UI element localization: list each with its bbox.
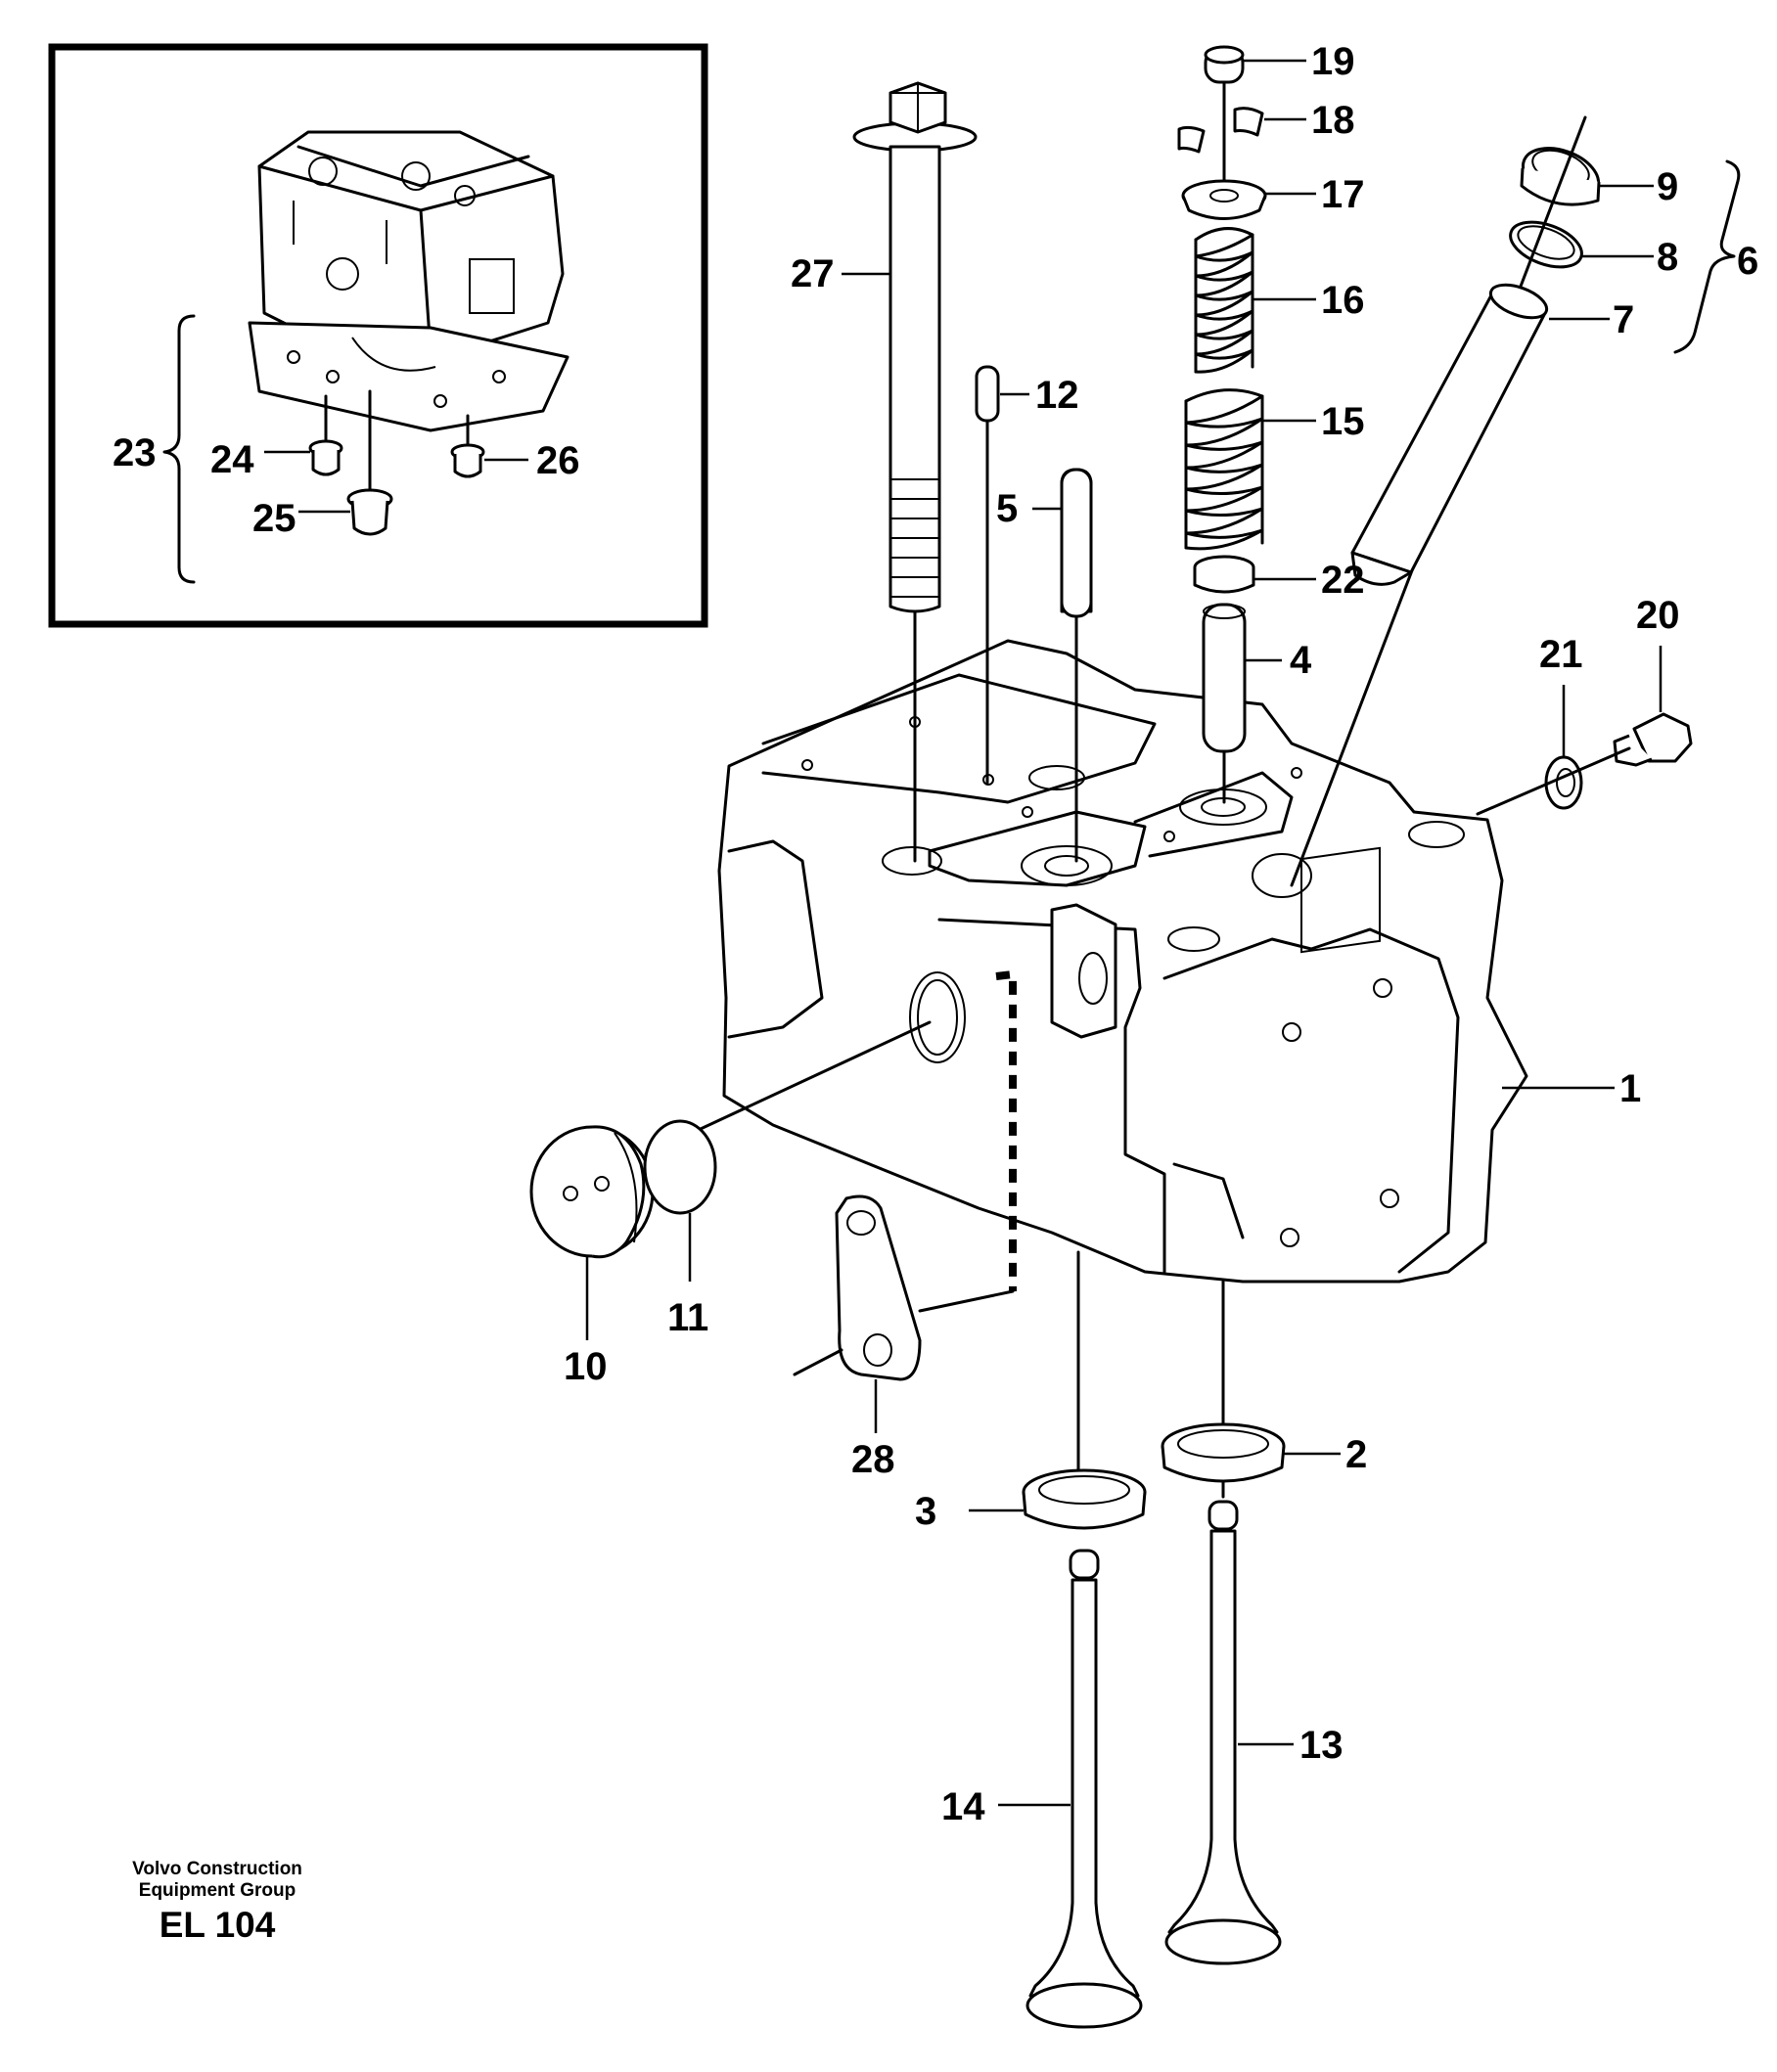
callout-1: 1	[1619, 1067, 1641, 1110]
plug-axis	[1476, 746, 1631, 816]
callout-22: 22	[1321, 559, 1365, 602]
callout-25: 25	[252, 497, 296, 540]
callout-11: 11	[667, 1296, 708, 1339]
dashed-link	[995, 969, 1017, 1291]
callout-3: 3	[915, 1490, 936, 1533]
callout-27: 27	[791, 252, 835, 295]
footer-line-1: Volvo Construction	[132, 1859, 302, 1879]
part-5-valve-guide	[1032, 468, 1093, 863]
footer-code: EL 104	[159, 1905, 276, 1945]
callout-6: 6	[1737, 240, 1758, 283]
callout-23: 23	[113, 431, 157, 474]
publisher-footer: Volvo Construction Equipment Group EL 10…	[132, 1859, 302, 1945]
callout-21: 21	[1539, 633, 1583, 676]
part-13-valve	[1164, 1500, 1294, 1965]
part-26-plug	[450, 414, 528, 478]
part-21-washer	[1544, 685, 1583, 810]
inset-gasket	[248, 321, 570, 432]
callout-2: 2	[1345, 1433, 1367, 1476]
callout-14: 14	[941, 1785, 985, 1828]
part-28-bracket	[793, 1194, 1015, 1433]
part-20-plug	[1613, 646, 1693, 767]
part-15-outer-spring	[1184, 388, 1316, 551]
callout-12: 12	[1035, 374, 1079, 417]
callout-13: 13	[1299, 1724, 1344, 1767]
part-22-spring-seat	[1193, 555, 1316, 594]
inset-panel	[48, 43, 708, 628]
inset-brace	[162, 314, 196, 584]
callout-4: 4	[1290, 639, 1312, 682]
callout-labels: 1 2 3 4 5 6 7 8 9 10 11 12 13 14 15 16 1…	[113, 40, 1758, 1828]
part-9-seal-ring	[1520, 147, 1654, 206]
part-1-cylinder-head	[717, 639, 1528, 1291]
part-18-collets	[1177, 107, 1306, 154]
part-17-spring-retainer	[1181, 179, 1316, 220]
part-12-pin	[975, 365, 1029, 785]
callout-7: 7	[1613, 298, 1634, 341]
callout-26: 26	[536, 439, 580, 482]
part-8-o-ring	[1509, 220, 1654, 269]
callout-10: 10	[564, 1345, 608, 1388]
brace-6	[1673, 159, 1741, 354]
callout-28: 28	[851, 1438, 895, 1481]
part-2-valve-seat-ring	[1161, 1422, 1341, 1483]
part-14-valve	[998, 1549, 1143, 2029]
part-16-inner-spring	[1194, 227, 1316, 374]
part-27-bolt	[842, 81, 978, 863]
callout-24: 24	[210, 438, 254, 481]
callout-20: 20	[1636, 594, 1680, 637]
part-3-valve-seat-ring	[969, 1468, 1147, 1530]
part-10-plug	[529, 1125, 655, 1340]
callout-9: 9	[1657, 165, 1678, 208]
callout-15: 15	[1321, 400, 1365, 443]
inset-cylinder-head	[257, 130, 565, 359]
callout-19: 19	[1311, 40, 1355, 83]
callout-16: 16	[1321, 279, 1365, 322]
part-19-cap	[1204, 45, 1306, 188]
part-4-valve-guide	[1202, 603, 1282, 804]
part-24-plug	[264, 394, 343, 476]
footer-line-2: Equipment Group	[139, 1880, 296, 1901]
callout-8: 8	[1657, 236, 1678, 279]
callout-18: 18	[1311, 99, 1355, 142]
part-7-injector-sleeve	[1350, 283, 1610, 586]
part-11-o-ring	[643, 1119, 717, 1282]
callout-5: 5	[996, 487, 1018, 530]
callout-17: 17	[1321, 173, 1365, 216]
part-25-plug	[298, 389, 393, 536]
